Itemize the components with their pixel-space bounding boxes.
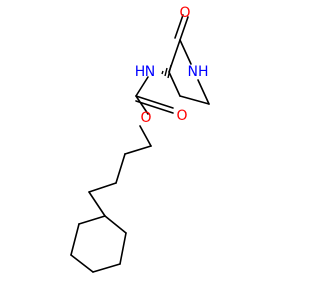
atom-label-ester-oxygen: O: [140, 110, 151, 126]
bond-oester-c1: [139, 125, 152, 147]
bond-cy-5: [70, 223, 80, 256]
bond-ring-carbonyl-1: [179, 16, 189, 41]
atom-label-carbonyl-oxygen: O: [176, 108, 187, 124]
bond-ring-left: [168, 71, 181, 97]
bond-carbamate-c-oester: [135, 95, 149, 115]
structure-diagram: O NH N H O O: [70, 5, 210, 273]
bond-cy-6: [78, 215, 106, 225]
bond-c1-c2: [124, 145, 152, 155]
atom-label-amide-hydrogen: H: [135, 64, 146, 80]
atom-label-ketone-oxygen: O: [179, 5, 190, 21]
atom-label-amide-nitrogen: N: [145, 64, 155, 80]
bond-c4-cyclohexyl: [88, 191, 106, 217]
bond-cy-3: [92, 263, 121, 273]
atom-label-ring-nh: NH: [188, 64, 209, 80]
bond-carbamate-c-o-dbl-2: [135, 100, 174, 114]
bond-cy-2: [119, 232, 127, 265]
bond-cy-1: [104, 215, 127, 234]
hashed-stereo-bond: [161, 64, 172, 79]
bond-ring-carbonyl-2: [174, 14, 184, 39]
bond-nh-carbonyl: [135, 76, 149, 97]
bond-cy-4: [70, 254, 94, 273]
bond-ring-top: [179, 39, 192, 65]
bond-c3-c4: [88, 182, 117, 193]
bond-ring-right: [197, 79, 210, 105]
bond-ring-bottom: [179, 95, 210, 105]
bond-carbamate-c-o-dbl-1: [135, 95, 174, 109]
bond-c2-c3: [115, 153, 126, 184]
